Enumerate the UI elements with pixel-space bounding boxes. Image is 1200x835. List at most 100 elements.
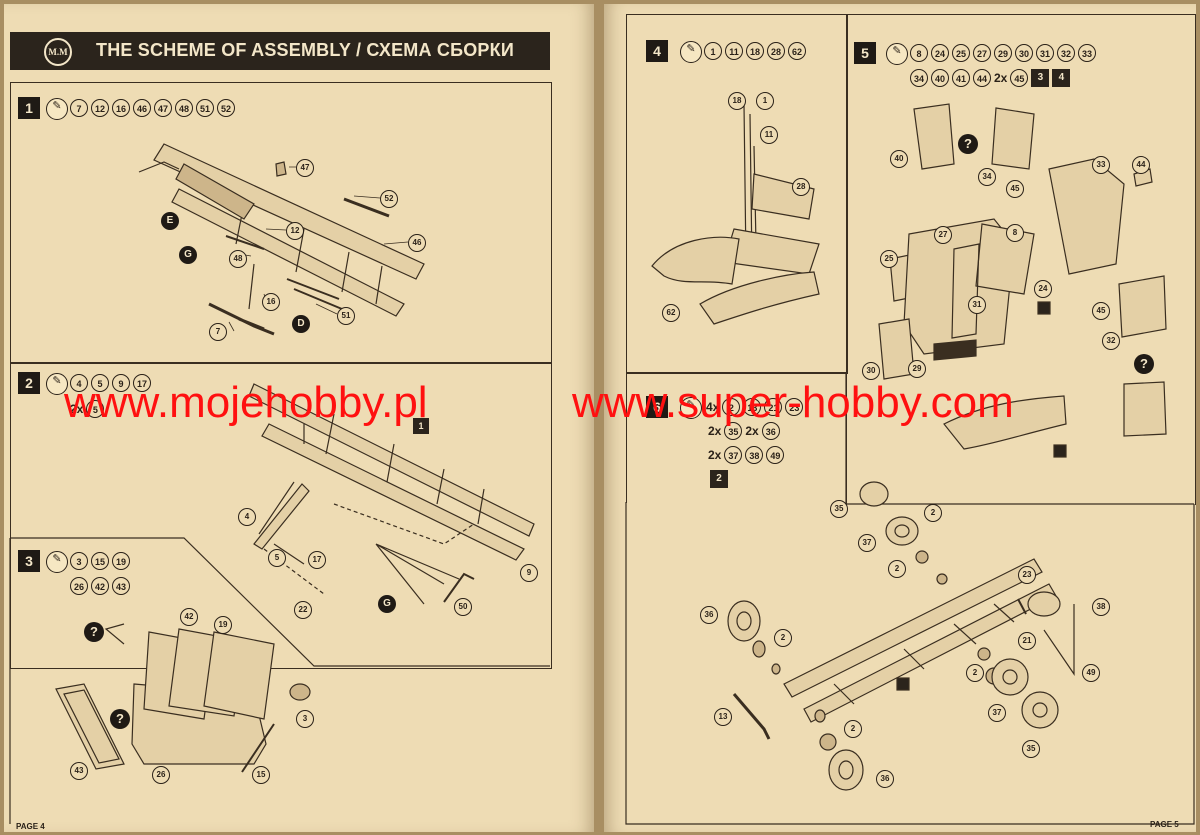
callout-label: 24 [1034, 280, 1052, 298]
part-circle: 31 [1036, 44, 1054, 62]
glue-icon: ✎ [46, 373, 68, 395]
step-4-number: 4 [646, 40, 668, 62]
callout-label: 51 [337, 307, 355, 325]
part-circle: 30 [1015, 44, 1033, 62]
callout-label: 11 [760, 126, 778, 144]
callout-label: 45 [1006, 180, 1024, 198]
callout-label: 27 [934, 226, 952, 244]
right-drawings [625, 103, 1195, 825]
callout-label: 25 [880, 250, 898, 268]
callout-label: 13 [714, 708, 732, 726]
callout-label: 44 [1132, 156, 1150, 174]
part-circle: 47 [154, 99, 172, 117]
part-circle: 3 [70, 552, 88, 570]
callout-label: 50 [454, 598, 472, 616]
part-circle: 43 [112, 577, 130, 595]
part-circle: 36 [761, 422, 780, 440]
callout-label: 45 [1092, 302, 1110, 320]
callout-label: 23 [1018, 566, 1036, 584]
callout-label: 30 [862, 362, 880, 380]
callout-label: 31 [968, 296, 986, 314]
callout-label: 2 [888, 560, 906, 578]
left-page: M.M THE SCHEME OF ASSEMBLY / СХЕМА СБОРК… [4, 4, 594, 832]
glue-point-marker: G [378, 595, 396, 613]
callout-label: 7 [209, 323, 227, 341]
left-drawings [9, 143, 550, 824]
callout-label: 2 [844, 720, 862, 738]
reference-step-box: 1 [413, 418, 429, 434]
reference-box: 3 [1031, 69, 1050, 87]
callout-label: 42 [180, 608, 198, 626]
callout-label: 52 [380, 190, 398, 208]
callout-label: 12 [286, 222, 304, 240]
question-icon: ? [84, 622, 104, 642]
callout-label: 9 [520, 564, 538, 582]
callout-label: 36 [876, 770, 894, 788]
question-icon: ? [958, 134, 978, 154]
part-circle: 12 [91, 99, 109, 117]
callout-label: 5 [268, 549, 286, 567]
multiplier: 2x [745, 424, 759, 438]
step-2-number: 2 [18, 372, 40, 394]
step-5-panel [846, 14, 1196, 505]
part-circle: 1 [704, 42, 722, 60]
part-circle: 49 [766, 446, 785, 464]
callout-label: 2 [966, 664, 984, 682]
part-circle: 18 [746, 42, 764, 60]
part-circle: 5 [86, 400, 105, 418]
callout-label: 22 [294, 601, 312, 619]
callout-label: 33 [1092, 156, 1110, 174]
callout-label: 46 [408, 234, 426, 252]
part-circle: 41 [952, 69, 970, 87]
part-circle: 9 [112, 374, 130, 392]
part-circle: 13 [743, 398, 762, 416]
part-circle: 8 [910, 44, 928, 62]
brand-logo: M.M [44, 38, 72, 66]
part-circle: 37 [724, 446, 743, 464]
question-icon: ? [110, 709, 130, 729]
step-5-number: 5 [854, 42, 876, 64]
part-circle: 40 [931, 69, 949, 87]
callout-label: 37 [858, 534, 876, 552]
part-circle: 24 [931, 44, 949, 62]
callout-label: 29 [908, 360, 926, 378]
callout-label: 34 [978, 168, 996, 186]
callout-label: 35 [830, 500, 848, 518]
part-circle: 15 [91, 552, 109, 570]
callout-label: 35 [1022, 740, 1040, 758]
glue-point-marker: G [179, 246, 197, 264]
glue-point-marker: D [292, 315, 310, 333]
part-circle: 2 [722, 398, 741, 416]
part-circle: 23 [785, 398, 804, 416]
glue-point-marker: E [161, 212, 179, 230]
glue-icon: ✎ [886, 43, 908, 65]
part-circle: 28 [767, 42, 785, 60]
callout-label: 38 [1092, 598, 1110, 616]
step-6-panel [626, 372, 847, 503]
part-circle: 38 [745, 446, 764, 464]
watermark-right: www.super-hobby.com [572, 378, 1014, 427]
question-icon: ? [1134, 354, 1154, 374]
callout-label: 8 [1006, 224, 1024, 242]
callout-label: 47 [296, 159, 314, 177]
part-circle: 7 [70, 99, 88, 117]
callout-label: 48 [229, 250, 247, 268]
part-circle: 42 [91, 577, 109, 595]
callout-label: 16 [262, 293, 280, 311]
section-header: M.M THE SCHEME OF ASSEMBLY / СХЕМА СБОРК… [10, 32, 550, 70]
glue-icon: ✎ [680, 41, 702, 63]
part-circle: 35 [724, 422, 743, 440]
glue-icon: ✎ [46, 551, 68, 573]
callout-label: 2 [924, 504, 942, 522]
part-circle: 4 [70, 374, 88, 392]
multiplier: 2x [708, 448, 722, 462]
